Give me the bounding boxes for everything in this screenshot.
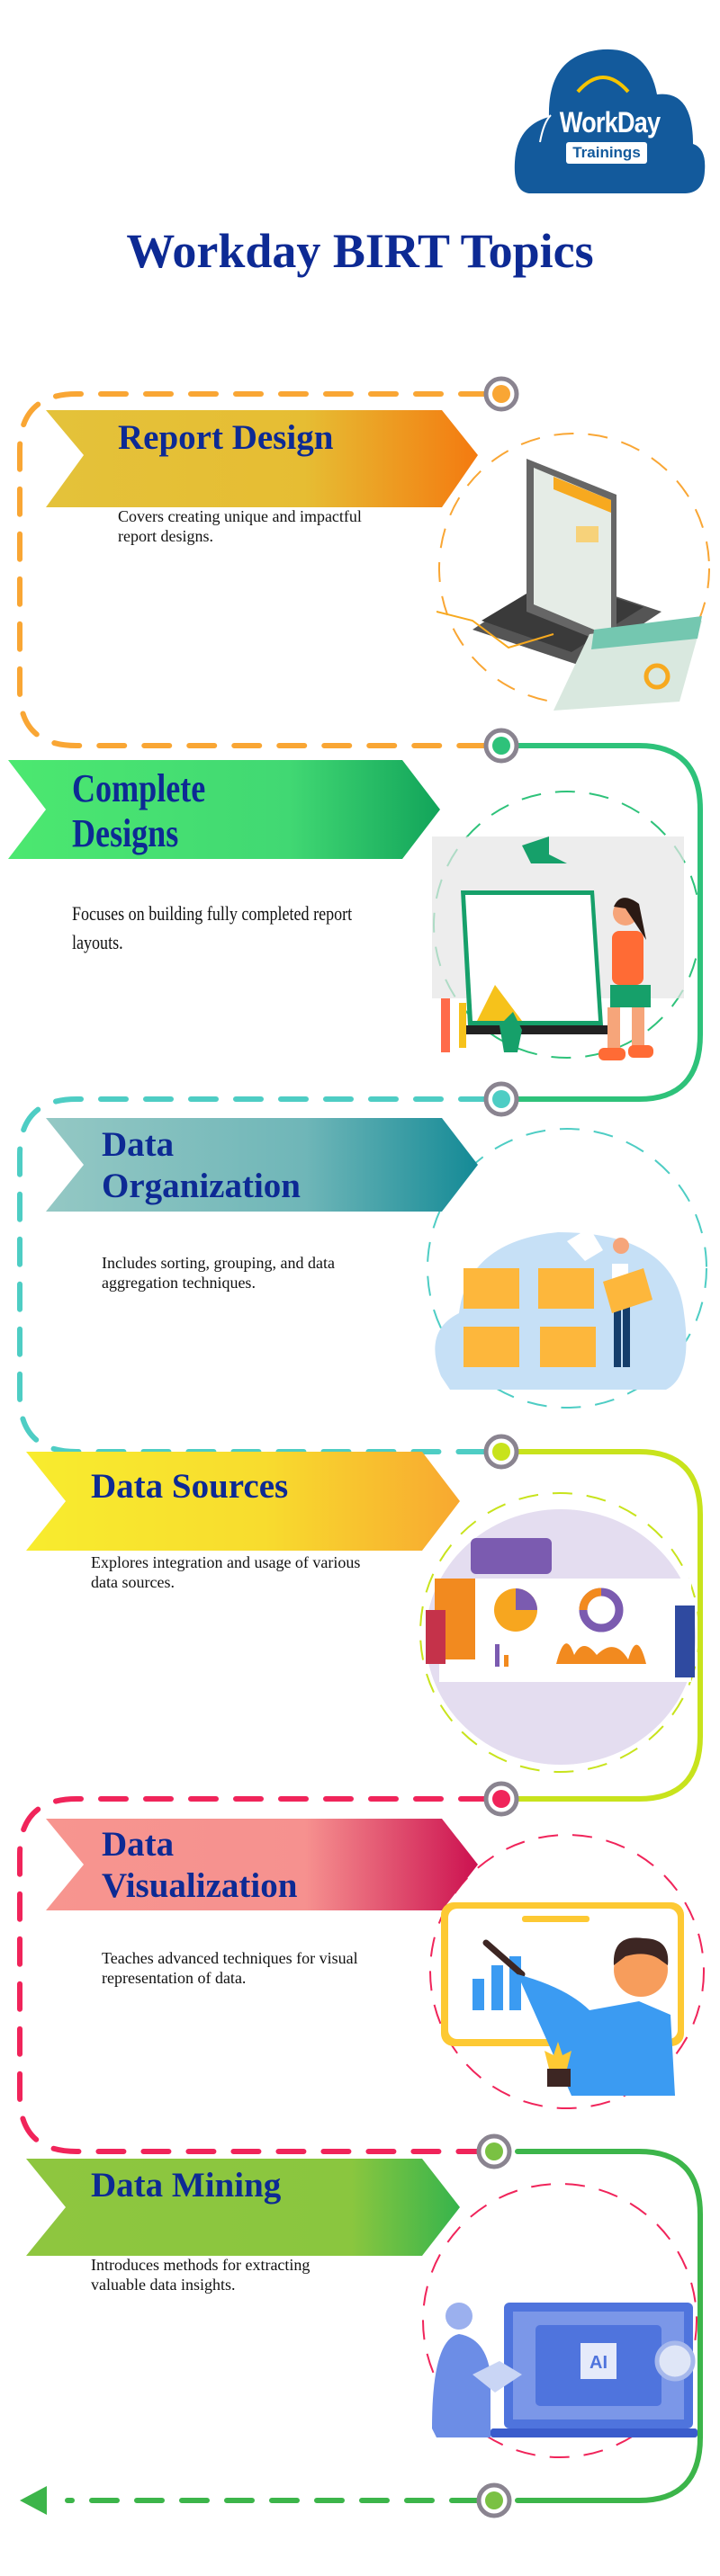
chart-presenter-icon (441, 1902, 684, 2096)
timeline-dots (476, 376, 519, 2518)
section-description: Teaches advanced techniques for visual r… (102, 1949, 358, 1987)
section-4-solid-connector (515, 1449, 703, 1802)
section-3-dashed-outline (17, 1096, 489, 1454)
ai-laptop-icon: AI (432, 2303, 698, 2437)
page-title: Workday BIRT Topics (126, 224, 594, 278)
section-5-dashed-outline (17, 1796, 489, 2154)
workday-trainings-logo: WorkDay Trainings (513, 36, 706, 198)
section-heading: Report Design (118, 418, 334, 457)
section-description: Focuses on building fully completed repo… (72, 902, 353, 953)
dashboard-presentation-icon (426, 1509, 696, 1765)
section-banner (26, 2159, 460, 2256)
designer-drafting-icon (432, 836, 684, 1060)
laptop-report-icon (436, 459, 702, 711)
section-banner (46, 1819, 478, 1910)
section-banner (46, 410, 478, 507)
section-description: Covers creating unique and impactful rep… (118, 507, 362, 545)
section-banner (26, 1452, 460, 1551)
end-arrow-icon (20, 2486, 47, 2515)
logo-subtitle: Trainings (566, 142, 647, 164)
folders-organizing-icon (435, 1221, 687, 1390)
section-description: Includes sorting, grouping, and data agg… (102, 1254, 335, 1292)
section-6-solid-connector (515, 2149, 703, 2503)
section-heading: Data Mining (91, 2166, 282, 2205)
section-heading: Data Sources (91, 1467, 289, 1506)
section-description: Explores integration and usage of variou… (91, 1553, 361, 1591)
section-banner (8, 760, 440, 859)
section-banner (46, 1118, 478, 1212)
logo-wordmark: WorkDay (559, 106, 661, 139)
svg-text:AI: AI (590, 2353, 608, 2373)
section-description: Introduces methods for extracting valuab… (91, 2256, 310, 2294)
